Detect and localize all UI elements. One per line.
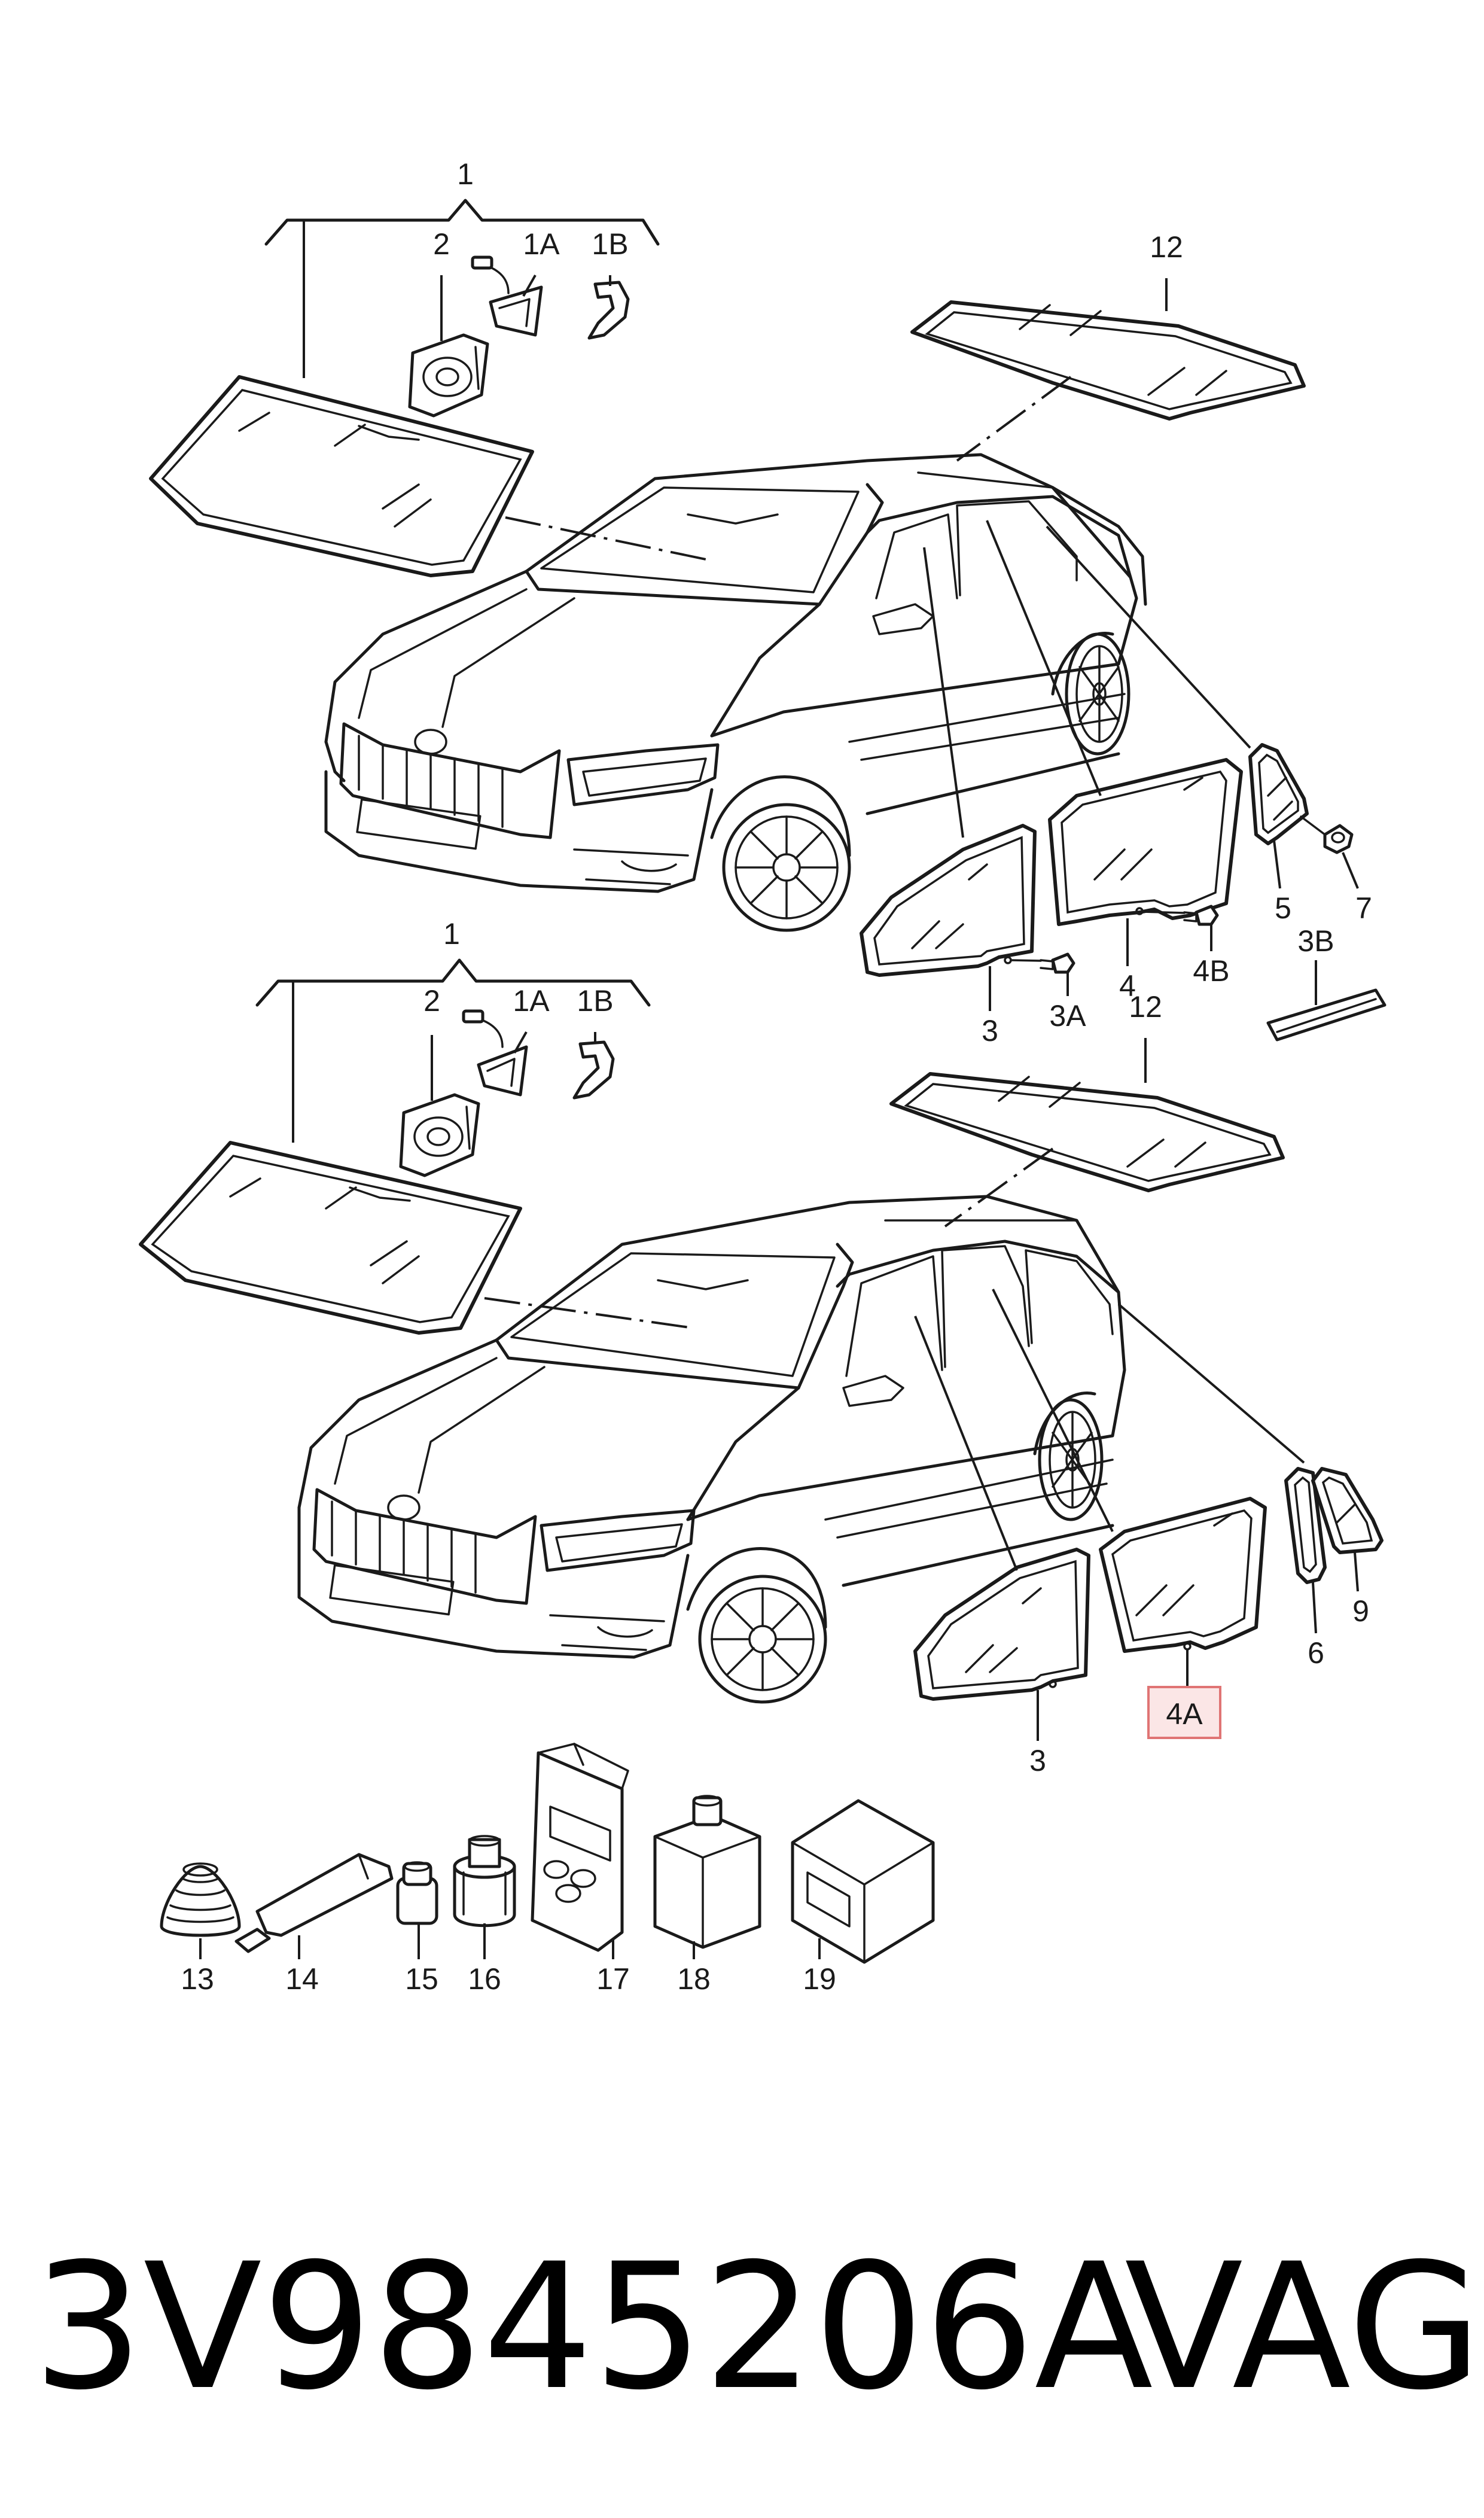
label-4b-top[interactable]: 4B bbox=[1193, 954, 1229, 988]
label-6-bottom[interactable]: 6 bbox=[1308, 1636, 1324, 1670]
bracket-1-top bbox=[264, 199, 660, 246]
label-2-top[interactable]: 2 bbox=[433, 227, 450, 261]
leader-5-top bbox=[1273, 840, 1281, 889]
line-3-bottom bbox=[914, 1316, 1018, 1571]
line-9-bottom bbox=[1117, 1303, 1305, 1464]
rear-door-glass-4-top[interactable] bbox=[1048, 758, 1243, 926]
label-1a-bottom[interactable]: 1A bbox=[513, 984, 550, 1018]
cover-1a-top[interactable] bbox=[471, 255, 543, 337]
clip-1b-top[interactable] bbox=[587, 281, 630, 340]
jar-16[interactable] bbox=[453, 1835, 516, 1928]
leader-7-top bbox=[1342, 852, 1359, 889]
line-4a-bottom bbox=[992, 1289, 1114, 1532]
quarter-glass-9-bottom[interactable] bbox=[1311, 1467, 1384, 1554]
bracket-1-bottom bbox=[255, 958, 651, 1007]
label-3a-top[interactable]: 3A bbox=[1049, 999, 1086, 1033]
screw-3a-top[interactable] bbox=[1040, 952, 1075, 974]
label-12-bottom[interactable]: 12 bbox=[1129, 990, 1162, 1024]
sedan-car bbox=[324, 453, 1147, 932]
label-15[interactable]: 15 bbox=[405, 1962, 438, 1996]
label-4a-bottom[interactable]: 4A bbox=[1166, 1697, 1203, 1731]
link-4b-top bbox=[1141, 911, 1186, 914]
label-3-top[interactable]: 3 bbox=[982, 1014, 998, 1048]
windscreen-1-bottom[interactable] bbox=[139, 1141, 522, 1335]
label-16[interactable]: 16 bbox=[468, 1962, 501, 1996]
line-5-top bbox=[1046, 525, 1251, 749]
label-1b-bottom[interactable]: 1B bbox=[577, 984, 613, 1018]
label-4-top[interactable]: 4 bbox=[1119, 969, 1136, 1003]
bottle-15[interactable] bbox=[396, 1861, 438, 1925]
rear-window-12-top[interactable] bbox=[910, 300, 1306, 421]
clip-1b-bottom[interactable] bbox=[572, 1040, 615, 1100]
label-5-top[interactable]: 5 bbox=[1275, 891, 1291, 925]
box-19[interactable] bbox=[791, 1799, 935, 1964]
highlight-4a bbox=[1147, 1686, 1221, 1739]
label-1-bottom[interactable]: 1 bbox=[443, 917, 460, 951]
box-18[interactable] bbox=[653, 1795, 761, 1949]
label-2-bottom[interactable]: 2 bbox=[423, 984, 440, 1018]
label-1b-top[interactable]: 1B bbox=[592, 227, 628, 261]
line-rear-window-bottom bbox=[944, 1147, 1054, 1228]
quarter-glass-5-top[interactable] bbox=[1248, 743, 1309, 845]
front-door-glass-3-bottom[interactable] bbox=[913, 1548, 1090, 1701]
link-3a-top bbox=[1010, 959, 1042, 962]
accessories-row: 13 14 15 16 bbox=[160, 1743, 935, 1996]
brand-name: VAG bbox=[1125, 2227, 1482, 2428]
quarter-glass-6-bottom[interactable] bbox=[1284, 1467, 1327, 1584]
line-4-top bbox=[986, 520, 1102, 796]
grommet-13[interactable] bbox=[160, 1862, 241, 1937]
line-windscreen-top bbox=[505, 516, 706, 561]
front-door-glass-3-top[interactable] bbox=[860, 824, 1037, 977]
line-windscreen-bottom bbox=[484, 1297, 694, 1329]
windscreen-1-top[interactable] bbox=[149, 375, 534, 577]
tape-3b-top[interactable] bbox=[1266, 988, 1387, 1042]
sensor-2-top[interactable] bbox=[408, 333, 489, 418]
bottom-group: 1 2 1A 1B bbox=[139, 917, 1384, 1777]
rear-window-12-bottom[interactable] bbox=[889, 1072, 1285, 1192]
clip-7-top[interactable] bbox=[1323, 824, 1354, 854]
combi-car bbox=[297, 1195, 1126, 1704]
cover-1a-bottom[interactable] bbox=[462, 1009, 528, 1097]
label-17[interactable]: 17 bbox=[596, 1962, 630, 1996]
label-13[interactable]: 13 bbox=[181, 1962, 214, 1996]
part-number: 3V9845206A bbox=[33, 2227, 1154, 2428]
line-3-top bbox=[923, 547, 964, 838]
label-1a-top[interactable]: 1A bbox=[523, 227, 560, 261]
label-14[interactable]: 14 bbox=[285, 1962, 319, 1996]
label-18[interactable]: 18 bbox=[677, 1962, 711, 1996]
bag-17[interactable] bbox=[531, 1743, 629, 1952]
link-7-top bbox=[1300, 815, 1326, 836]
leader-1a-top bbox=[522, 275, 537, 297]
leader-1a-bottom bbox=[513, 1031, 528, 1054]
label-3b-top[interactable]: 3B bbox=[1297, 924, 1334, 958]
top-group: 1 2 1A 1B bbox=[149, 157, 1387, 1048]
label-12-top[interactable]: 12 bbox=[1150, 230, 1183, 264]
label-7-top[interactable]: 7 bbox=[1355, 891, 1372, 925]
label-1-top[interactable]: 1 bbox=[457, 157, 474, 191]
line-rear-window-top bbox=[956, 376, 1072, 462]
label-19[interactable]: 19 bbox=[803, 1962, 836, 1996]
label-9-bottom[interactable]: 9 bbox=[1352, 1594, 1369, 1628]
label-3-bottom[interactable]: 3 bbox=[1029, 1744, 1046, 1777]
sensor-2-bottom[interactable] bbox=[399, 1093, 480, 1177]
tube-14[interactable] bbox=[234, 1853, 394, 1953]
leader-9-bottom bbox=[1354, 1552, 1359, 1592]
leader-6-bottom bbox=[1312, 1582, 1317, 1634]
rear-door-glass-4a-bottom[interactable] bbox=[1099, 1497, 1267, 1653]
screw-4b-top[interactable] bbox=[1183, 905, 1219, 926]
